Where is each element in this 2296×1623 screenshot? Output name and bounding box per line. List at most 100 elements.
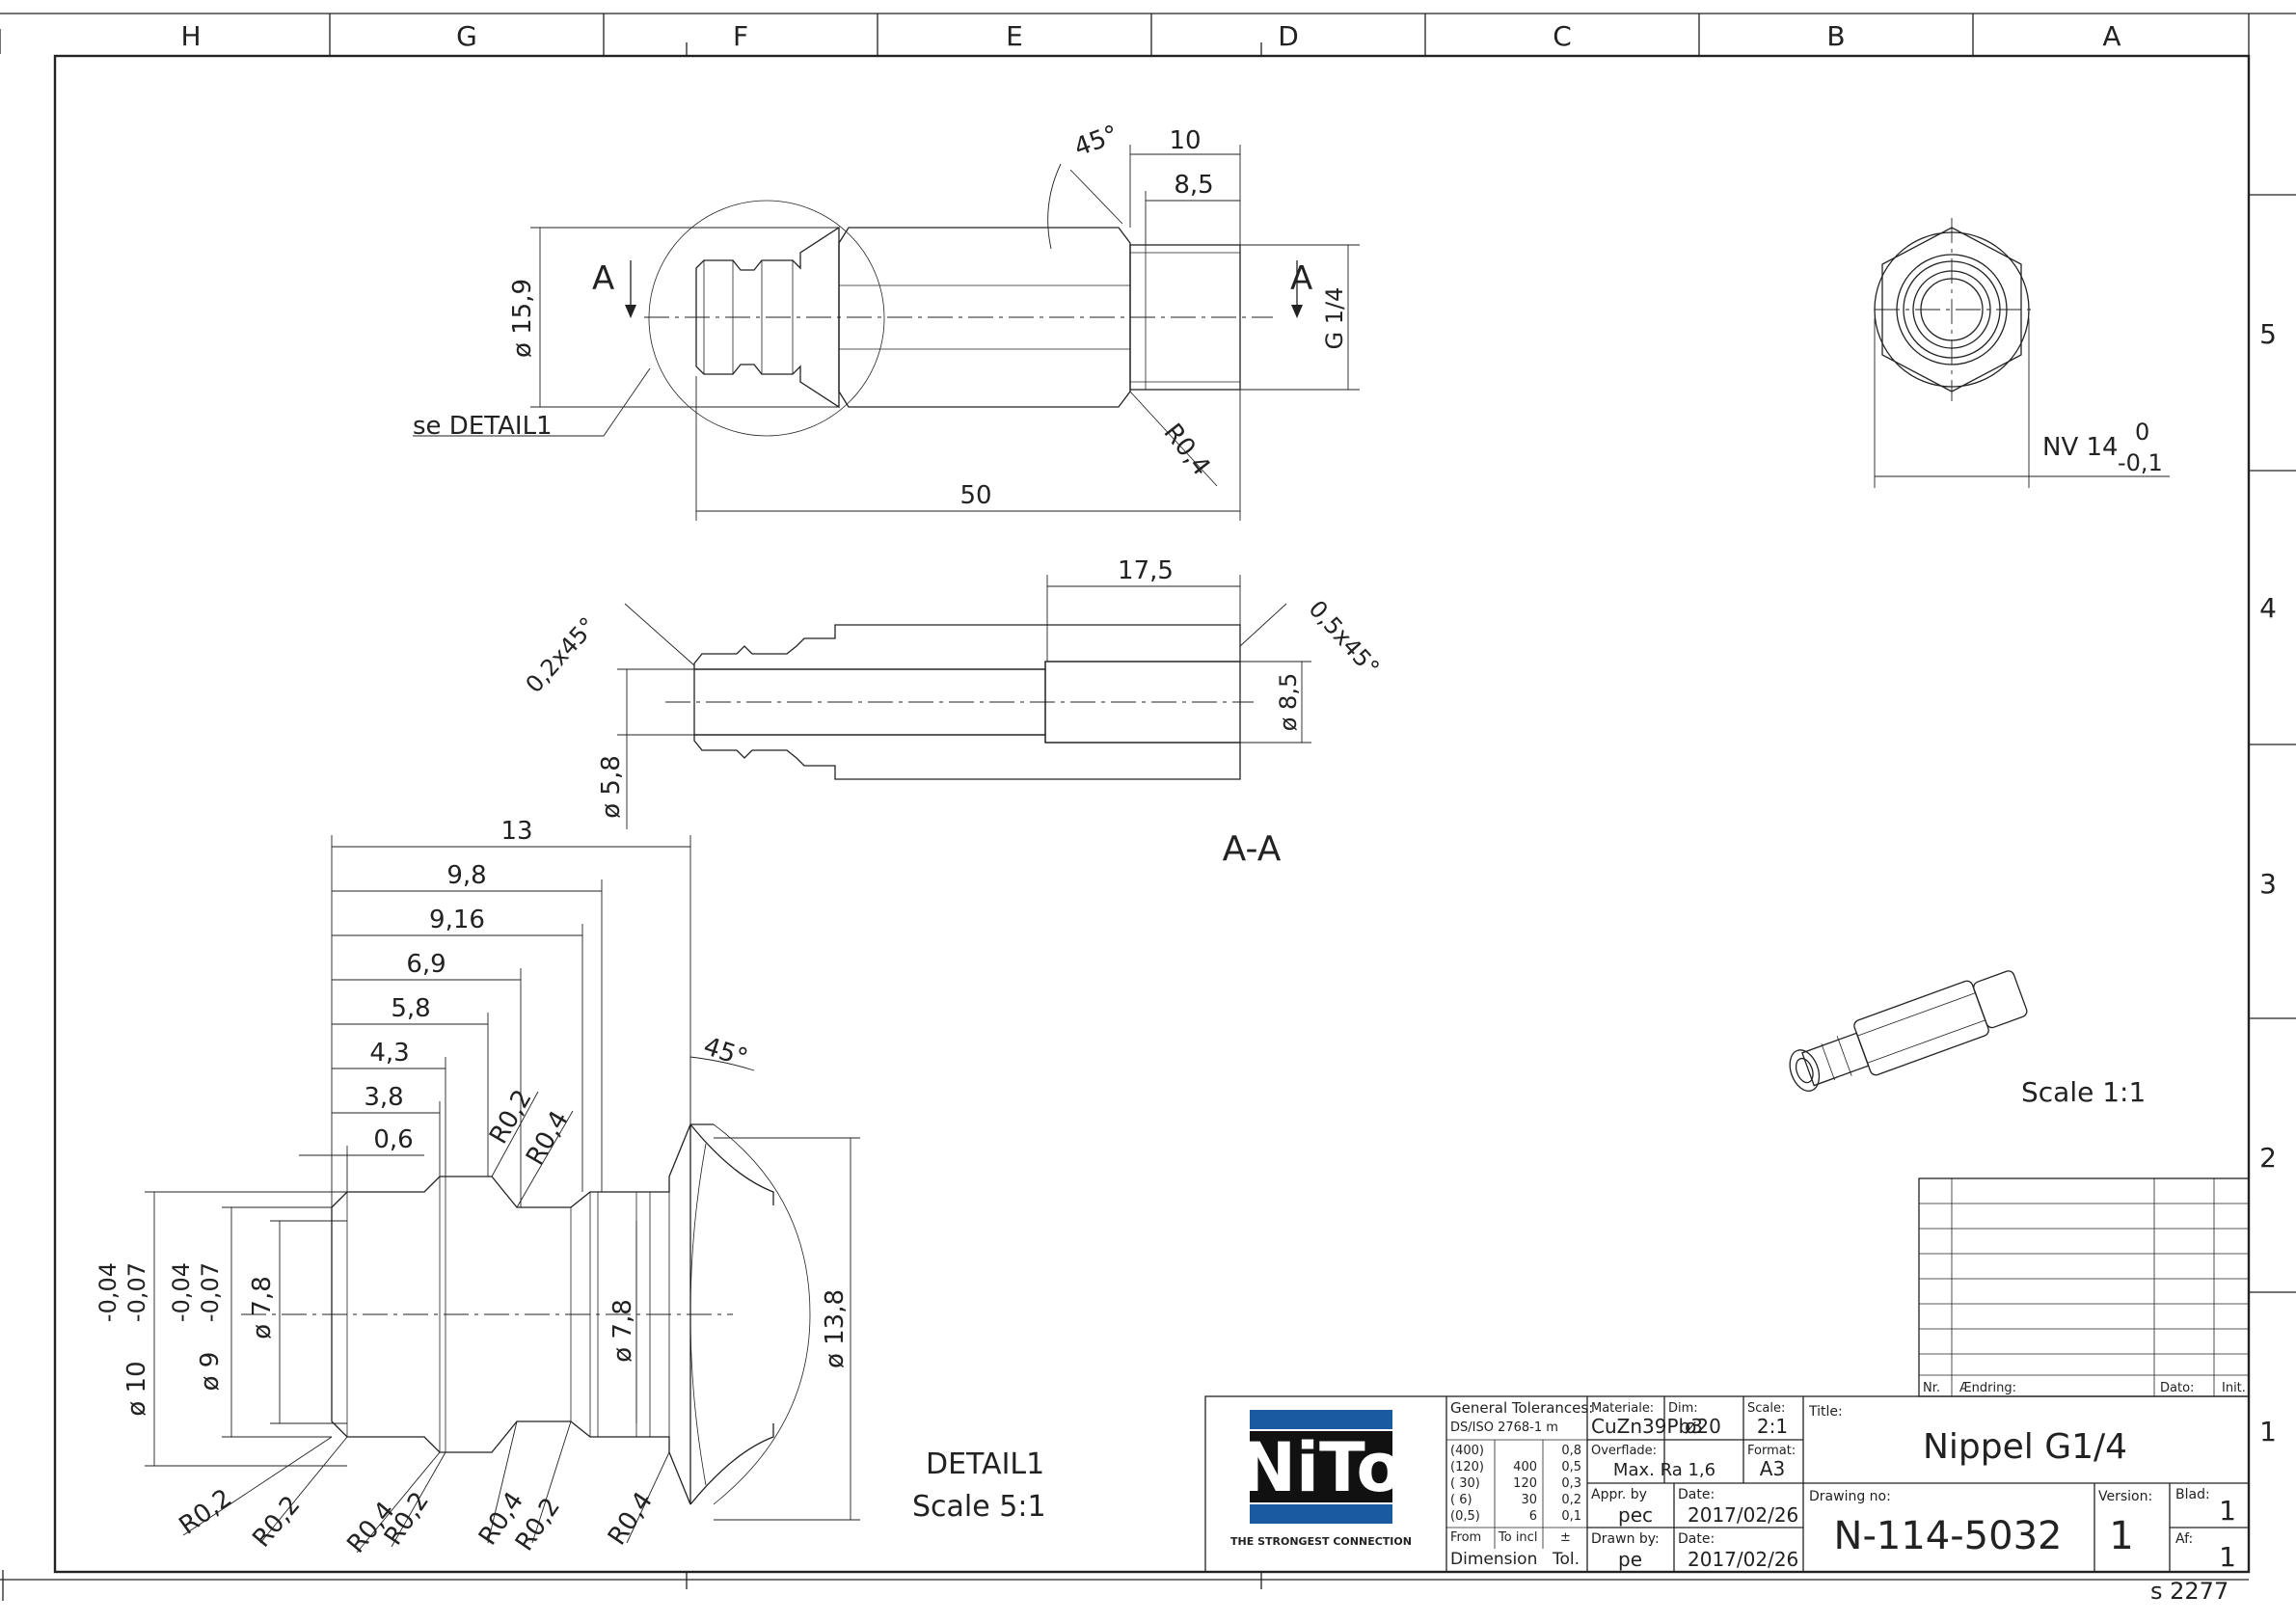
zone-label: C (1553, 20, 1572, 52)
to-label: To incl (1498, 1530, 1537, 1545)
section-view: 17,5 0,2x45° 0,5x45° ø 8,5 ø 5,8 A-A (521, 556, 1385, 869)
detail-view: 13 9,8 9,16 6,9 5,8 4,3 3,8 0,6 45° R0,2… (95, 817, 1046, 1558)
dim-chamfer-0-5: 0,5x45° (1304, 595, 1385, 681)
dim-nv14-upper-tol: 0 (2135, 419, 2149, 446)
end-view: NV 14 0 -0,1 (1874, 218, 2170, 488)
rev-change-header: Ændring: (1959, 1381, 2016, 1395)
dim-10: 10 (1169, 126, 1201, 155)
tol-pm: 0,5 (1561, 1460, 1581, 1474)
of-label: Af: (2175, 1531, 2193, 1547)
dim-dia-7-8-left: ø 7,8 (248, 1276, 277, 1339)
dim-dia-8-5: ø 8,5 (1275, 673, 1302, 731)
dim-bottom-r: R0,4 (603, 1487, 659, 1551)
drawn-date-value: 2017/02/26 (1688, 1548, 1798, 1571)
dim-dia-10: ø 10 (122, 1361, 151, 1416)
format-value: A3 (1760, 1457, 1785, 1480)
tol-to: 400 (1513, 1460, 1537, 1474)
gen-tol-label: General Tolerances: (1450, 1399, 1593, 1417)
front-view: se DETAIL1 A A 10 8,5 45° R0,4 G 1/4 ø 1… (413, 121, 1360, 521)
tol-from: (0,5) (1450, 1509, 1480, 1524)
version-label: Version: (2098, 1489, 2152, 1504)
dim-dia-9: ø 9 (196, 1352, 225, 1392)
appr-date-value: 2017/02/26 (1688, 1503, 1798, 1527)
dim-label: Dim: (1668, 1401, 1698, 1416)
drawing-number: N-114-5032 (1834, 1514, 2063, 1558)
zone-label: 3 (2259, 868, 2277, 900)
zone-label: 5 (2259, 318, 2277, 350)
section-title: A-A (1223, 829, 1282, 869)
tol-pm: 0,1 (1561, 1509, 1581, 1524)
title-block: NiTo THE STRONGEST CONNECTION General To… (1204, 1395, 2250, 1573)
dim-bottom-r: R0,2 (247, 1491, 306, 1554)
dim-17-5: 17,5 (1118, 556, 1174, 585)
zone-label: 1 (2259, 1416, 2277, 1447)
dim-50: 50 (959, 481, 991, 510)
dim-detail-45-deg: 45° (700, 1032, 751, 1073)
scale-label: Scale: (1747, 1401, 1785, 1416)
tol-pm: 0,8 (1561, 1444, 1581, 1458)
format-label: Format: (1747, 1444, 1796, 1458)
dim-r0-4: R0,4 (1157, 419, 1215, 481)
dim-h-9-16: 9,16 (429, 906, 485, 934)
detail-ref-label: se DETAIL1 (413, 412, 553, 441)
dim-h-3-8: 3,8 (364, 1083, 403, 1112)
rev-nr-header: Nr. (1923, 1381, 1940, 1395)
dim-h-5-8: 5,8 (391, 994, 430, 1023)
dim-45-deg: 45° (1070, 121, 1122, 163)
scale-value: 2:1 (1757, 1415, 1788, 1438)
logo-text: NiTo (1239, 1428, 1402, 1507)
tol-pm: 0,2 (1561, 1493, 1581, 1507)
zone-label: H (180, 20, 201, 52)
section-mark-right: A (1290, 259, 1312, 298)
rev-init-header: Init. (2222, 1381, 2246, 1395)
material-label: Materiale: (1591, 1401, 1654, 1416)
appr-date-label: Date: (1678, 1487, 1715, 1502)
sheet-value: 1 (2219, 1495, 2236, 1527)
surface-value: Max. Ra 1,6 (1613, 1460, 1715, 1480)
dim-h-9-8: 9,8 (446, 861, 486, 890)
drawing-no-label: Drawing no: (1809, 1489, 1891, 1504)
sheet-label: Blad: (2175, 1487, 2210, 1502)
section-mark-left: A (592, 259, 614, 298)
tol-pm: 0,3 (1561, 1476, 1581, 1491)
dim-dia-15-9: ø 15,9 (508, 279, 537, 358)
zone-label: G (456, 20, 477, 52)
from-label: From (1450, 1530, 1481, 1545)
of-value: 1 (2219, 1541, 2236, 1573)
zone-label: E (1006, 20, 1023, 52)
drawn-date-label: Date: (1678, 1531, 1715, 1547)
tol-from: (400) (1450, 1444, 1484, 1458)
dim-value: ø20 (1685, 1415, 1721, 1438)
gen-tol-std: DS/ISO 2768-1 m (1450, 1420, 1558, 1435)
dim-dia-9-upper-tol: -0,04 (168, 1262, 195, 1322)
tol-to: 120 (1513, 1476, 1537, 1491)
footer-code: s 2277 (2150, 1578, 2228, 1605)
iso-scale: Scale 1:1 (2021, 1076, 2146, 1108)
zone-label: 4 (2259, 592, 2277, 624)
dim-g1-4: G 1/4 (1321, 287, 1348, 350)
dim-nv14: NV 14 (2042, 433, 2119, 462)
tol-to: 30 (1521, 1493, 1537, 1507)
surface-label: Overflade: (1591, 1444, 1657, 1458)
appr-value: pec (1618, 1503, 1653, 1527)
drawn-label: Drawn by: (1591, 1531, 1660, 1547)
zone-label: D (1278, 20, 1299, 52)
tol-from: (120) (1450, 1460, 1484, 1474)
dim-dia-13-8: ø 13,8 (821, 1289, 850, 1368)
tol-from: ( 30) (1450, 1476, 1480, 1491)
tol-to: 6 (1529, 1509, 1537, 1524)
zone-labels-top: H G F E D C B A (180, 20, 2120, 52)
drawn-value: pe (1618, 1548, 1642, 1571)
tol-from: ( 6) (1450, 1493, 1472, 1507)
zone-label: B (1826, 20, 1845, 52)
dim-bottom-r: R0,2 (174, 1483, 237, 1540)
dim-dia-9-lower-tol: -0,07 (197, 1262, 224, 1322)
dimension-label: Dimension (1450, 1550, 1537, 1569)
material-value: CuZn39Pb3 (1591, 1415, 1703, 1438)
zone-label: F (733, 20, 748, 52)
dim-top-r0-4: R0,4 (521, 1106, 575, 1170)
zone-label: A (2102, 20, 2120, 52)
company-logo: NiTo THE STRONGEST CONNECTION (1230, 1410, 1412, 1548)
dim-h-13: 13 (500, 817, 532, 846)
